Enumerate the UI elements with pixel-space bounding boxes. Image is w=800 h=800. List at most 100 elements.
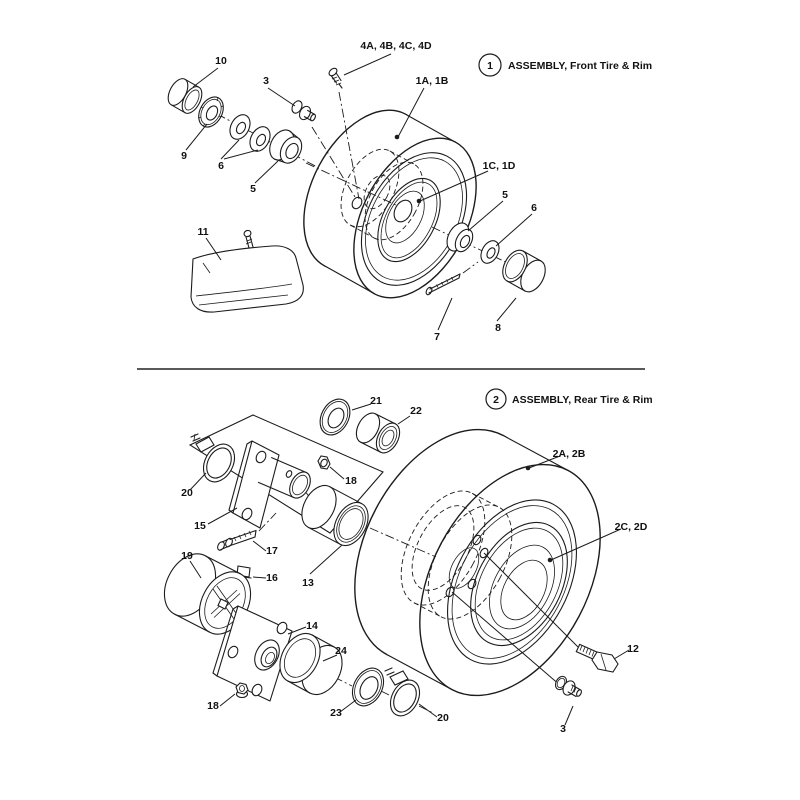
assembly-1-badge-number: 1 [487,60,493,72]
leader-5r [467,200,504,232]
valve-core-align-line [338,91,360,200]
leader-6r [495,213,533,247]
callout-6l: 6 [218,160,224,172]
callout-5r: 5 [502,189,508,201]
leader-10 [192,67,219,88]
rear-rim-ring [470,521,568,647]
leader-17 [252,540,267,552]
callout-3: 3 [263,75,269,87]
leader-13 [309,544,343,575]
part-pin-17 [217,529,257,551]
leader-2cd [550,528,622,561]
front-hub-hole [393,199,413,223]
leader-18t [329,466,345,480]
part-nut-18-bottom [235,682,249,699]
assembly-2-title: ASSEMBLY, Rear Tire & Rim [512,394,653,406]
axis-line [380,690,392,697]
callout-16: 16 [266,572,278,584]
callout-18b: 18 [207,700,219,712]
assembly-2-badge-circle [485,388,507,410]
leader-23 [339,699,357,713]
callout-20r: 20 [437,712,449,724]
leader-20r [418,703,438,718]
callout-24: 24 [335,645,347,657]
front-rim-ring [377,177,441,263]
part-bolt-12 [575,643,619,673]
part-valve-core-4 [328,67,343,89]
callout-20l: 20 [181,487,193,499]
part-cap-10 [167,78,203,114]
part-cap-8 [502,249,546,293]
callout-4: 4A, 4B, 4C, 4D [360,40,432,52]
part-valve-stem-3-rear [554,675,582,698]
callout-14: 14 [306,620,318,632]
callout-19: 19 [181,550,193,562]
part-washer-6-right [480,240,500,264]
leader-6a [220,139,240,160]
part-front-tire-1 [303,109,477,299]
leader-19 [189,560,202,579]
callout-23: 23 [330,707,342,719]
callout-1ab: 1A, 1B [416,75,449,87]
assembly-1-header: 1 ASSEMBLY, Front Tire & Rim [478,53,652,77]
part-inner-tube-11 [190,229,304,313]
leader-24 [322,654,338,662]
part-valve-stem-3 [291,100,316,122]
leader-18b [219,693,236,707]
leader-11 [205,237,222,261]
callout-5l: 5 [250,183,256,195]
axis-line [369,527,437,558]
callout-9: 9 [181,150,187,162]
leader-dot-1cd [416,198,422,204]
axis-line [258,512,277,532]
part-nut-18-top [317,455,331,470]
leader-1ab [397,87,425,138]
callout-17: 17 [266,545,278,557]
callout-21: 21 [370,395,382,407]
assembly-2-badge-number: 2 [493,394,499,406]
leader-1cd [419,170,489,202]
assembly-1: 10 3 4A, 4B, 4C, 4D 1A, 1B 9 6 5 1C, 1D … [167,40,652,343]
part-clamp-20-right [384,667,421,717]
leader-4 [343,53,392,76]
part-bracket-14 [212,605,293,702]
part-bushing-5-left [269,129,303,164]
callout-12: 12 [627,643,639,655]
leader-2ab [528,455,561,469]
leader-3 [267,87,296,107]
part-seal-23 [351,667,385,707]
part-spacer-13 [301,484,369,547]
leader-9 [185,123,208,151]
callout-7: 7 [434,331,440,343]
part-bracket-15 [228,440,311,529]
part-seal-21 [319,398,351,436]
part-rear-tire-2 [354,428,601,697]
leader-20l [189,472,207,491]
part-bushing-22 [355,412,401,454]
leader-15 [207,507,238,525]
part-clamp-20-left [190,433,236,483]
lug-hole [467,578,477,590]
leader-12 [613,649,630,660]
part-pin-7 [425,261,479,296]
callout-11: 11 [197,226,208,238]
callout-22: 22 [410,405,422,417]
leader-dot-1ab [394,134,400,140]
assembly-1-title: ASSEMBLY, Front Tire & Rim [508,60,652,72]
callout-10: 10 [215,55,227,67]
tube-valve-cap [243,229,252,238]
callout-6r: 6 [531,202,537,214]
callout-3b: 3 [560,723,566,735]
leader-22 [397,415,411,425]
callout-13: 13 [302,577,314,589]
part-washer-6-left [229,114,251,140]
axis-line [431,226,513,266]
callout-8: 8 [495,322,501,334]
rear-hub-bore [448,547,480,589]
assembly-2-header: 2 ASSEMBLY, Rear Tire & Rim [485,388,653,410]
part-washer-6-left2 [249,126,271,152]
part-bearing-9 [198,96,224,128]
callout-15: 15 [194,520,206,532]
leader-6b [223,149,259,160]
